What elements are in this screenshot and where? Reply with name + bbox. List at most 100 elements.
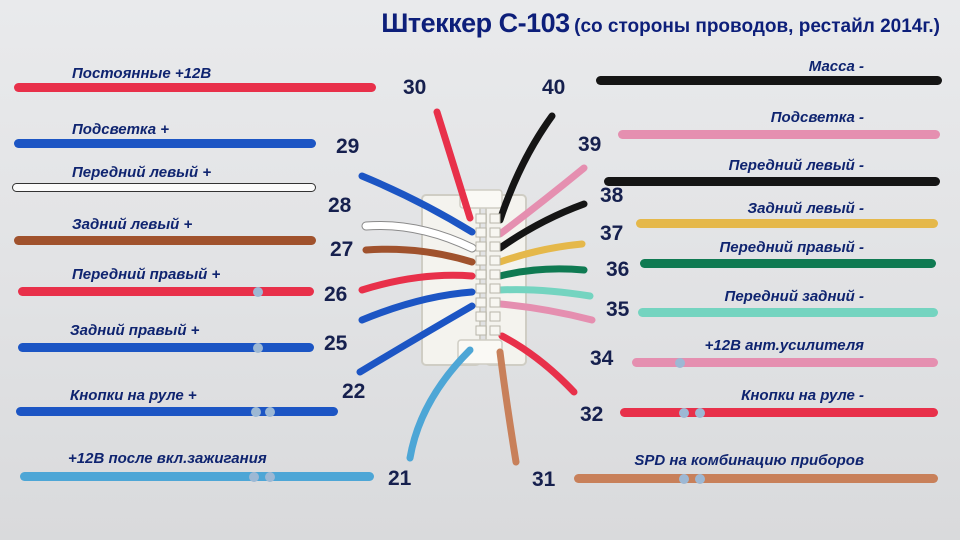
left-wire-28-pin-number: 28 xyxy=(328,194,352,217)
right-wire-32-stripe-dot xyxy=(679,407,689,418)
right-wire-40-pin-number: 40 xyxy=(542,76,566,99)
right-wire-37-pin-number: 37 xyxy=(600,222,624,245)
left-wire-28-label: Передний левый + xyxy=(72,164,212,181)
right-wire-31-label: SPD на комбинацию приборов xyxy=(634,452,864,469)
left-wire-27-strand xyxy=(362,245,476,266)
title-subtitle: (со стороны проводов, рестайл 2014г.) xyxy=(574,16,940,37)
connector-pin-cavity xyxy=(489,283,501,294)
left-wire-25-strand xyxy=(358,288,476,324)
connector-pin-cavity xyxy=(489,241,501,252)
left-wire-29-bar xyxy=(14,139,316,148)
left-wire-26-label: Передний правый + xyxy=(72,266,221,283)
right-wire-38-label: Передний левый - xyxy=(728,157,864,174)
right-wire-38-strand xyxy=(496,200,588,252)
right-wire-31-pin-number: 31 xyxy=(532,468,556,491)
left-wire-29-pin-number: 29 xyxy=(336,135,360,158)
right-wire-38-bar xyxy=(604,177,940,186)
right-wire-34-strand xyxy=(496,300,596,324)
left-wire-21-label: +12В после вкл.зажигания xyxy=(68,450,267,467)
right-wire-34-bar xyxy=(632,357,938,368)
right-wire-32-stripe-dot xyxy=(695,407,705,418)
connector-pin-cavity xyxy=(475,269,487,280)
left-wire-26-pin-number: 26 xyxy=(324,283,348,306)
right-wire-37-label: Задний левый - xyxy=(747,200,864,217)
left-wire-27-bar xyxy=(14,236,316,245)
right-wire-32-strand xyxy=(498,332,578,396)
right-wire-36-strand xyxy=(496,265,588,280)
right-wire-39-label: Подсветка - xyxy=(770,109,864,126)
left-wire-21-stripe-dot xyxy=(265,471,275,482)
left-wire-22-pin-number: 22 xyxy=(342,380,366,403)
left-wire-25-label: Задний правый + xyxy=(70,322,200,339)
right-wire-32-label: Кнопки на руле - xyxy=(741,387,864,404)
right-wire-31-strand xyxy=(496,348,520,466)
left-wire-26-bar xyxy=(18,286,314,297)
left-wire-25-bar xyxy=(18,342,314,353)
left-wire-30-bar xyxy=(14,83,376,92)
right-wire-39-strand xyxy=(496,164,588,238)
connector-pin-cavity xyxy=(475,213,487,224)
left-wire-21-strand xyxy=(406,346,474,462)
connector-pin-cavity xyxy=(489,255,501,266)
left-wire-22-stripe-dot xyxy=(265,406,275,417)
connector-pin-cavity xyxy=(475,297,487,308)
left-wire-30-strand xyxy=(433,108,474,222)
right-wire-39-bar xyxy=(618,130,940,139)
right-wire-38-pin-number: 38 xyxy=(600,184,624,207)
connector-pin-cavity xyxy=(489,311,501,322)
right-wire-31-bar xyxy=(574,473,938,484)
left-wire-22-strand xyxy=(356,302,476,376)
right-wire-37-strand xyxy=(496,240,586,266)
left-wire-25-pin-number: 25 xyxy=(324,332,348,355)
connector-pin-cavity xyxy=(475,283,487,294)
left-wire-30-label: Постоянные +12В xyxy=(72,65,212,82)
left-wire-25-stripe-dot xyxy=(253,342,263,353)
right-wire-35-label: Передний задний - xyxy=(724,288,864,305)
wire-group xyxy=(356,108,596,466)
right-wire-35-strand xyxy=(496,286,594,300)
right-wire-40-label: Масса - xyxy=(808,58,864,75)
left-wire-30-pin-number: 30 xyxy=(403,76,427,99)
left-wire-26-stripe-dot xyxy=(253,286,263,297)
right-wire-32-pin-number: 32 xyxy=(580,403,604,426)
connector-pin-cavity xyxy=(475,311,487,322)
right-wire-31-stripe-dot xyxy=(679,473,689,484)
right-wire-34-label: +12В ант.усилителя xyxy=(704,337,864,354)
diagram-title: Штеккер С-103 (со стороны проводов, рест… xyxy=(381,8,940,39)
left-wire-28-bar xyxy=(12,183,316,192)
connector-pin-cavity xyxy=(489,325,501,336)
left-wire-28-strand xyxy=(362,222,476,252)
left-wire-21-bar xyxy=(20,471,374,482)
left-wire-21-stripe-dot xyxy=(249,471,259,482)
right-wire-31-stripe-dot xyxy=(695,473,705,484)
connector-pin-cavity xyxy=(475,241,487,252)
right-wire-35-pin-number: 35 xyxy=(606,298,630,321)
right-wire-34-stripe-dot xyxy=(675,357,685,368)
connector-pin-cavity xyxy=(489,213,501,224)
right-wire-36-label: Передний правый - xyxy=(719,239,864,256)
right-wire-40-bar xyxy=(596,76,942,85)
connector-pin-cavity xyxy=(489,269,501,280)
connector-pin-cavity xyxy=(475,255,487,266)
left-wire-21-pin-number: 21 xyxy=(388,467,412,490)
connector-pin-cavity xyxy=(489,297,501,308)
right-wire-34-pin-number: 34 xyxy=(590,347,614,370)
left-wire-29-label: Подсветка + xyxy=(72,121,169,138)
right-wire-39-pin-number: 39 xyxy=(578,133,602,156)
left-wire-22-stripe-dot xyxy=(251,406,261,417)
connector-pin-cavity xyxy=(475,325,487,336)
right-wire-37-bar xyxy=(636,219,938,228)
connector-latch-top xyxy=(459,189,503,209)
right-wire-32-bar xyxy=(620,407,938,418)
left-wire-22-label: Кнопки на руле + xyxy=(70,387,197,404)
connector-pin-cavity xyxy=(475,227,487,238)
right-wire-36-pin-number: 36 xyxy=(606,258,630,281)
left-wire-27-pin-number: 27 xyxy=(330,238,354,261)
connector-pin-cavity xyxy=(489,227,501,238)
left-wire-26-strand xyxy=(358,271,476,294)
right-wire-40-strand xyxy=(496,112,556,224)
left-wire-29-strand xyxy=(358,172,476,236)
left-wire-22-bar xyxy=(16,406,338,417)
title-main: Штеккер С-103 xyxy=(381,8,570,38)
right-wire-36-bar xyxy=(640,259,936,268)
